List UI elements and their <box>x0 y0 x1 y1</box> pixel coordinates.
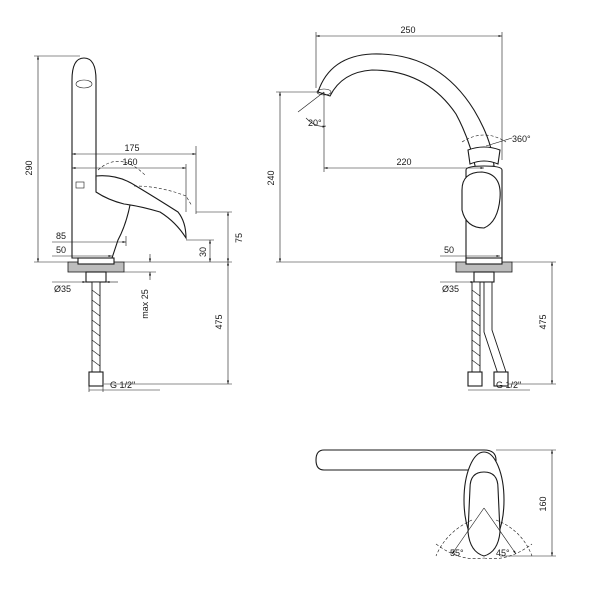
dim-outlet-height: 30 <box>198 247 208 257</box>
dim-body-offset: 85 <box>56 231 66 241</box>
dim-top-right-angle: 45° <box>496 548 510 558</box>
dim-thread: G 1/2" <box>110 380 135 390</box>
dim-spout-length-inner: 160 <box>122 157 137 167</box>
dim-mount-diameter: Ø35 <box>54 284 71 294</box>
top-view: 160 55° 45° <box>315 449 556 559</box>
dim-front-hose-length: 475 <box>538 314 548 329</box>
dim-max-thickness: max 25 <box>140 289 150 319</box>
dim-front-base-width: 50 <box>444 245 454 255</box>
front-dimension-labels: 250 360° 20° 220 240 50 Ø35 475 G 1/2" <box>266 25 548 390</box>
dim-top-depth: 160 <box>538 496 548 511</box>
side-dimensions <box>34 55 232 392</box>
dim-spout-height: 75 <box>234 233 244 243</box>
top-dimension-labels: 160 55° 45° <box>450 496 548 558</box>
dim-spout-span: 250 <box>400 25 415 35</box>
dim-front-mount-diameter: Ø35 <box>442 284 459 294</box>
dim-swivel-angle: 360° <box>512 134 531 144</box>
side-dimension-labels: 290 175 160 85 50 75 30 Ø35 max 25 475 G… <box>24 143 244 390</box>
front-faucet-body <box>297 53 513 387</box>
dim-total-height: 290 <box>24 160 34 175</box>
dim-reach: 220 <box>396 157 411 167</box>
dim-hose-length: 475 <box>214 314 224 329</box>
top-dimensions <box>496 449 556 557</box>
top-faucet-body <box>315 449 533 559</box>
dim-front-thread: G 1/2" <box>496 380 521 390</box>
dim-base-width: 50 <box>56 245 66 255</box>
dim-spout-length-outer: 175 <box>124 143 139 153</box>
front-view: 250 360° 20° 220 240 50 Ø35 475 G 1/2" <box>266 25 556 391</box>
dim-front-height: 240 <box>266 170 276 185</box>
side-faucet-body <box>67 57 193 387</box>
front-dimensions <box>276 32 556 391</box>
dim-outlet-angle: 20° <box>308 118 322 128</box>
side-view: 290 175 160 85 50 75 30 Ø35 max 25 475 G… <box>24 55 244 392</box>
dim-top-left-angle: 55° <box>450 548 464 558</box>
